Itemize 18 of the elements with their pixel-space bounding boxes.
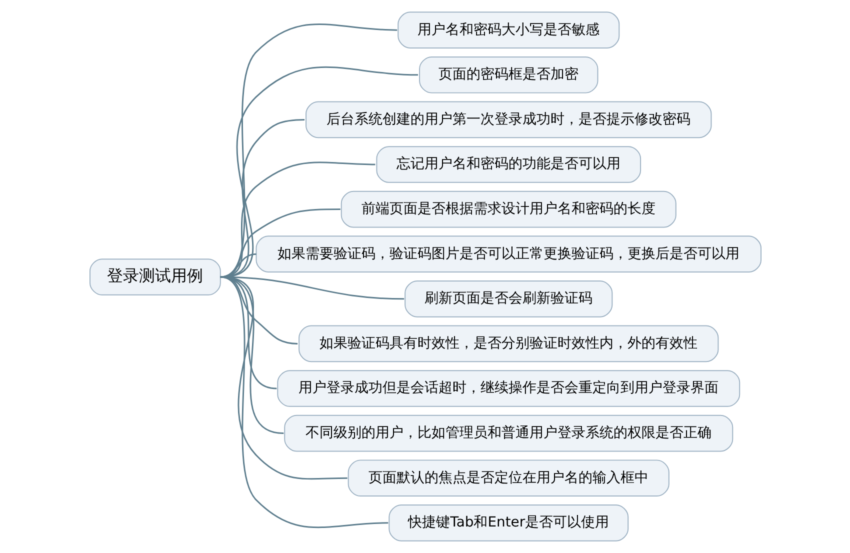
connector — [220, 208, 340, 278]
node-box: 如果验证码具有时效性，是否分别验证时效性内，外的有效性 — [298, 325, 718, 362]
node-box: 后台系统创建的用户第一次登录成功时，是否提示修改密码 — [305, 101, 712, 138]
node-box: 页面默认的焦点是否定位在用户名的输入框中 — [347, 460, 669, 497]
node-box: 如果需要验证码，验证码图片是否可以正常更换验证码，更换后是否可以用 — [255, 236, 762, 273]
connector — [220, 24, 397, 278]
node-box: 前端页面是否根据需求设计用户名和密码的长度 — [340, 190, 676, 228]
node-box: 用户名和密码大小写是否敏感 — [397, 12, 620, 48]
node-box: 忘记用户名和密码的功能是否可以用 — [376, 146, 641, 183]
node-box: 刷新页面是否会刷新验证码 — [404, 280, 612, 318]
connector — [220, 276, 388, 528]
node-box: 快捷键Tab和Enter是否可以使用 — [388, 504, 628, 542]
connector — [220, 162, 375, 278]
connector — [220, 66, 418, 278]
node-box: 页面的密码框是否加密 — [418, 56, 598, 94]
node-box: 不同级别的用户，比如管理员和普通用户登录系统的权限是否正确 — [284, 414, 733, 452]
node-box: 登录测试用例 — [88, 258, 220, 296]
node-box: 用户登录成功但是会话超时，继续操作是否会重定向到用户登录界面 — [276, 370, 740, 407]
